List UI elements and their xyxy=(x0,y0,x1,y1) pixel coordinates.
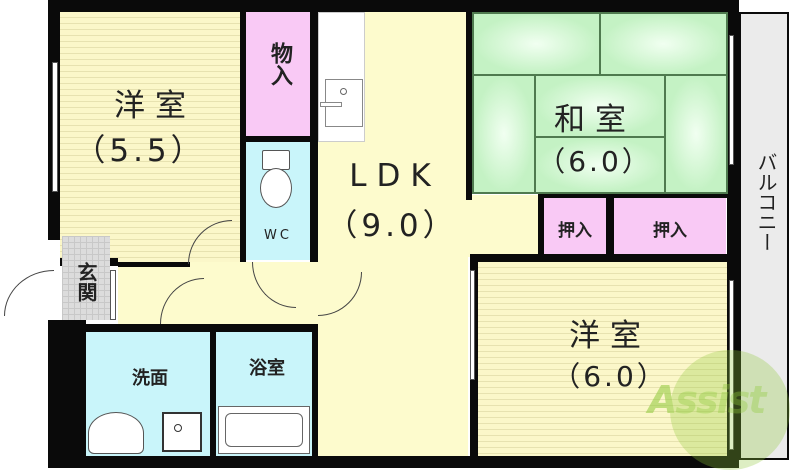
wall-closets-top xyxy=(538,194,728,198)
wall-storage-bottom xyxy=(240,136,316,142)
balcony xyxy=(739,12,789,460)
assist-watermark: Assist xyxy=(640,340,800,470)
tatami-mat xyxy=(600,13,727,75)
ldk-name: LDK xyxy=(349,158,441,194)
wall-bath-ldk xyxy=(312,326,318,456)
washing-machine-pan-icon xyxy=(162,412,202,452)
ldk-size: （9.0） xyxy=(326,208,458,244)
tatami-mat xyxy=(665,75,727,193)
bathroom-label: 浴室 xyxy=(249,358,285,379)
washbasin-icon xyxy=(88,412,144,454)
western-room-2-name: 洋室 xyxy=(569,318,651,354)
ldk-extension xyxy=(468,195,538,257)
western-room-1-size: （5.5） xyxy=(74,133,206,169)
window-japanese-room xyxy=(729,35,734,165)
western-room-1 xyxy=(60,12,240,262)
entrance-label: 玄関 xyxy=(74,262,98,302)
closet-2-label: 押入 xyxy=(653,221,687,241)
storage-label: 物入 xyxy=(267,42,292,86)
closet-1-label: 押入 xyxy=(558,221,592,241)
wall-hall-top xyxy=(118,262,190,267)
storage-closet xyxy=(246,12,310,136)
japanese-room-size: （6.0） xyxy=(537,145,653,178)
wall-closet-left xyxy=(538,198,544,256)
tatami-mat xyxy=(535,137,665,193)
wall-wash-bath xyxy=(210,332,216,456)
watermark-text: Assist xyxy=(648,378,766,422)
wc-label: WC xyxy=(264,228,292,243)
front-door[interactable] xyxy=(4,270,54,316)
tatami-mat xyxy=(473,75,535,193)
toilet-icon xyxy=(258,150,292,208)
bathtub-icon xyxy=(218,406,310,454)
outer-wall-bottom xyxy=(48,456,738,468)
sink-icon xyxy=(320,79,363,127)
western-room-1-name: 洋室 xyxy=(114,88,196,124)
outer-wall-top xyxy=(48,0,738,12)
japanese-room-name: 和室 xyxy=(554,102,636,138)
wall-ldk-western2-top xyxy=(470,254,728,262)
wall-closet-divider xyxy=(606,198,614,256)
japanese-room xyxy=(472,12,728,194)
outer-wall-left-lower xyxy=(48,320,86,468)
window-west-room-1 xyxy=(52,62,58,192)
wall-ldk-japanese xyxy=(466,12,472,200)
washroom-label: 洗面 xyxy=(132,368,168,389)
western-room-2 xyxy=(478,262,727,456)
wall-wc-left xyxy=(240,142,246,262)
western-room-2-size: （6.0） xyxy=(552,360,668,393)
sliding-door-western2 xyxy=(470,270,475,380)
window-western-room-2 xyxy=(729,280,734,450)
closet-2 xyxy=(614,198,726,254)
kitchen-counter xyxy=(318,12,365,142)
wall-wash-top xyxy=(86,324,318,332)
balcony-label: バルコニー xyxy=(754,152,778,252)
tatami-mat xyxy=(473,13,600,75)
entrance-step xyxy=(110,270,116,320)
wall-w1-storage xyxy=(240,12,246,142)
wall-storage-right xyxy=(310,12,318,262)
closet-1 xyxy=(544,198,606,254)
tatami-mat xyxy=(535,75,665,137)
entrance xyxy=(62,236,110,320)
